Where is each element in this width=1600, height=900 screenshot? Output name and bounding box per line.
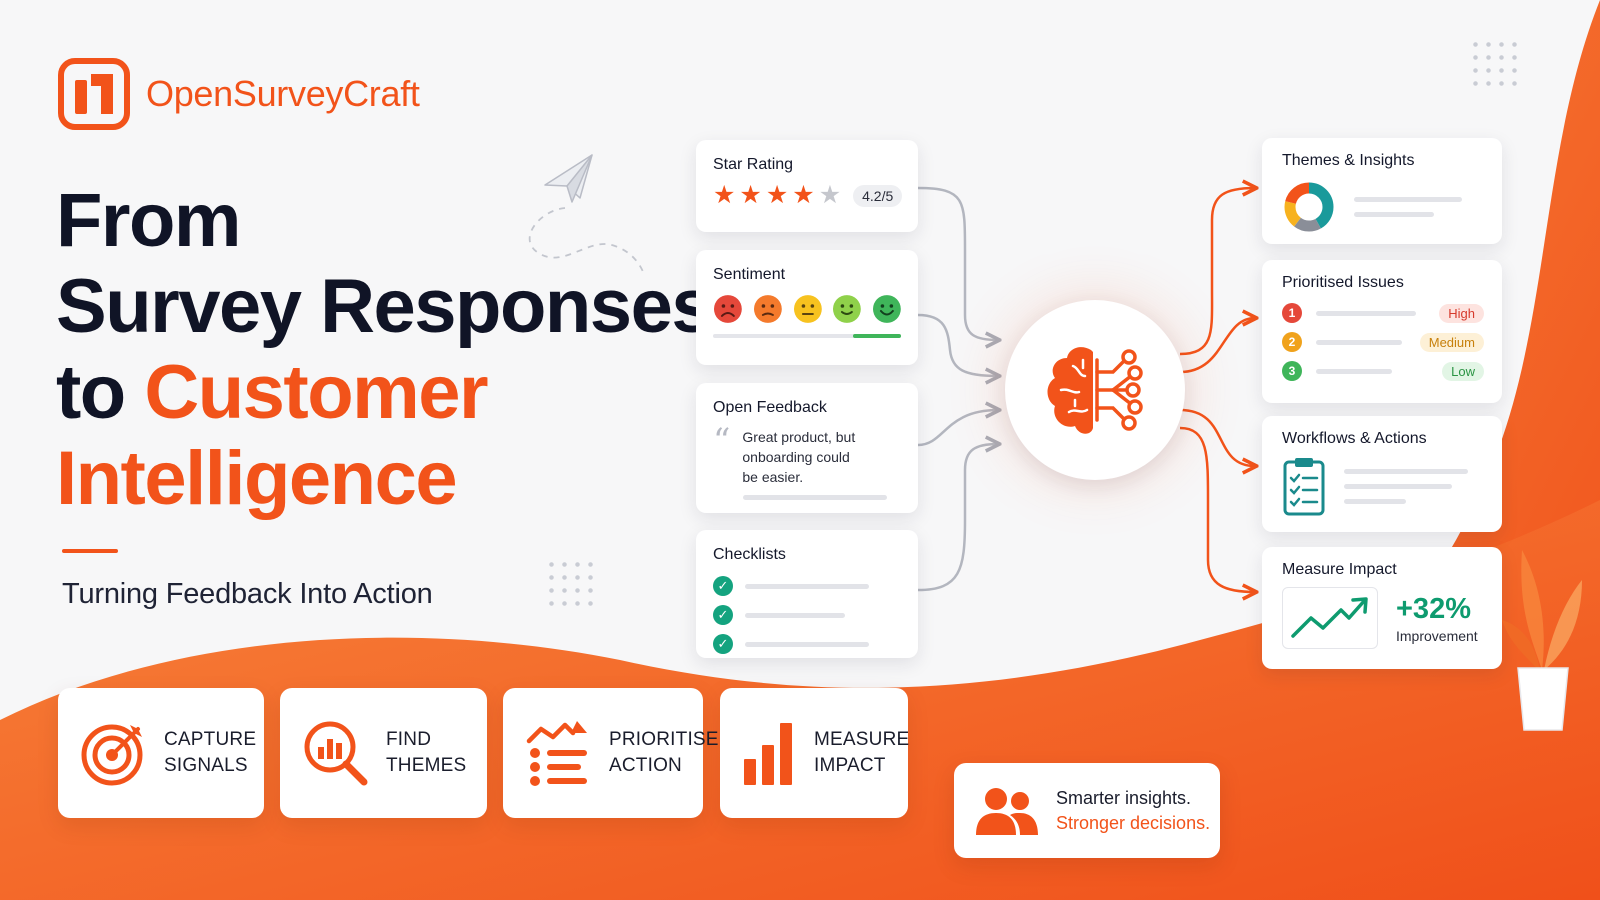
brand-name: OpenSurveyCraft	[146, 73, 420, 114]
themes-insights-card: Themes & Insights	[1262, 138, 1502, 244]
dot-grid-top	[1469, 38, 1521, 90]
feature-label-line2: SIGNALS	[164, 755, 248, 776]
feature-card-capture-signals: CAPTURE SIGNALS	[58, 688, 264, 818]
priority-badge-medium: Medium	[1419, 332, 1484, 352]
issue-row: 3 Low	[1282, 361, 1484, 381]
headline-line-1: From	[56, 178, 242, 263]
ai-brain-icon	[1047, 347, 1143, 434]
callout-line-1: Smarter insights.	[1056, 787, 1192, 808]
bar-chart-icon	[744, 723, 792, 785]
issue-row: 2 Medium	[1282, 332, 1484, 352]
happy-face-icon	[833, 295, 862, 323]
ai-hub	[1005, 300, 1185, 480]
headline-accent-1: Customer	[144, 350, 488, 435]
neutral-face-icon	[793, 295, 822, 323]
headline-accent-2: Intelligence	[56, 436, 458, 521]
star-icon: ★	[792, 181, 815, 209]
sad-face-icon	[753, 295, 782, 323]
prioritised-issues-card: Prioritised Issues 1 High 2 Medium 3 Low	[1262, 260, 1502, 403]
checklists-card: Checklists ✓ ✓ ✓	[696, 530, 918, 658]
issue-row: 1 High	[1282, 303, 1484, 323]
insights-callout: Smarter insights. Stronger decisions.	[954, 763, 1220, 858]
checklists-title: Checklists	[713, 546, 786, 563]
donut-chart-icon	[1284, 182, 1334, 232]
placeholder-line	[743, 495, 887, 500]
workflows-actions-card: Workflows & Actions	[1262, 416, 1502, 532]
logo-icon	[58, 58, 130, 130]
issues-title: Prioritised Issues	[1282, 274, 1404, 291]
impact-value: +32%	[1396, 592, 1471, 625]
checklist-item: ✓	[713, 605, 902, 625]
sentiment-title: Sentiment	[713, 266, 786, 283]
tagline: Turning Feedback Into Action	[62, 578, 433, 610]
magnifier-chart-icon	[304, 721, 368, 786]
users-icon	[976, 787, 1038, 835]
clipboard-checklist-icon	[1283, 458, 1325, 516]
impact-title: Measure Impact	[1282, 561, 1397, 578]
sentiment-bar-fill	[853, 334, 901, 338]
checklist-item: ✓	[713, 634, 902, 654]
callout-line-2: Stronger decisions.	[1056, 812, 1211, 833]
very-sad-face-icon	[713, 295, 742, 323]
themes-title: Themes & Insights	[1282, 152, 1415, 169]
check-icon: ✓	[713, 634, 733, 654]
open-feedback-title: Open Feedback	[713, 399, 827, 416]
issue-number: 2	[1282, 332, 1302, 352]
feedback-quote: Great product, but onboarding could be e…	[742, 429, 856, 485]
feature-label-line1: FIND	[386, 729, 432, 750]
feature-card-find-themes: FIND THEMES	[280, 688, 487, 818]
impact-label: Improvement	[1396, 627, 1478, 644]
star-rating: ★ ★ ★ ★ ★ 4.2/5	[713, 181, 903, 209]
feature-label-line2: ACTION	[609, 755, 682, 776]
very-happy-face-icon	[873, 295, 901, 323]
brand[interactable]: OpenSurveyCraft	[58, 58, 420, 130]
headline: From Survey Responses to Customer Intell…	[56, 178, 714, 522]
issue-number: 1	[1282, 303, 1302, 323]
quote-icon: “	[713, 421, 731, 461]
feature-label-line2: IMPACT	[814, 755, 886, 776]
headline-line-3: to Customer	[56, 350, 696, 436]
priority-badge-high: High	[1439, 303, 1484, 323]
target-icon	[81, 724, 143, 786]
issue-number: 3	[1282, 361, 1302, 381]
priority-badge-low: Low	[1442, 361, 1484, 381]
star-icon: ★	[765, 181, 789, 209]
star-icon: ★	[713, 181, 736, 209]
priority-list-icon	[526, 721, 587, 786]
trend-up-icon	[1291, 597, 1368, 638]
sentiment-bar	[713, 334, 901, 338]
star-icon: ★	[739, 181, 762, 209]
star-rating-card: Star Rating ★ ★ ★ ★ ★ 4.2/5	[696, 140, 918, 232]
feature-label-line2: THEMES	[386, 755, 467, 776]
feature-label-line1: MEASURE	[814, 729, 910, 750]
divider	[62, 549, 118, 553]
star-rating-title: Star Rating	[713, 156, 794, 173]
plant-icon	[1502, 550, 1582, 731]
sentiment-card: Sentiment	[696, 250, 918, 365]
check-icon: ✓	[713, 576, 733, 596]
feature-card-measure-impact: MEASURE IMPACT	[720, 688, 910, 818]
measure-impact-card: Measure Impact +32% Improvement	[1262, 547, 1502, 669]
feature-label-line1: PRIORITISE	[609, 729, 719, 750]
rating-value: 4.2/5	[853, 184, 903, 207]
feature-label-line1: CAPTURE	[164, 729, 257, 750]
star-empty-icon: ★	[818, 181, 842, 209]
headline-line-2: Survey Responses	[56, 264, 714, 349]
check-icon: ✓	[713, 605, 733, 625]
headline-prefix: to	[56, 350, 145, 435]
sentiment-faces	[713, 294, 902, 324]
checklist-item: ✓	[713, 576, 902, 596]
dot-grid-left	[545, 558, 597, 610]
feature-card-prioritise-action: PRIORITISE ACTION	[503, 688, 718, 818]
open-feedback-card: Open Feedback “ Great product, but onboa…	[696, 383, 918, 513]
workflows-title: Workflows & Actions	[1282, 430, 1427, 447]
paper-plane-icon	[528, 154, 645, 275]
